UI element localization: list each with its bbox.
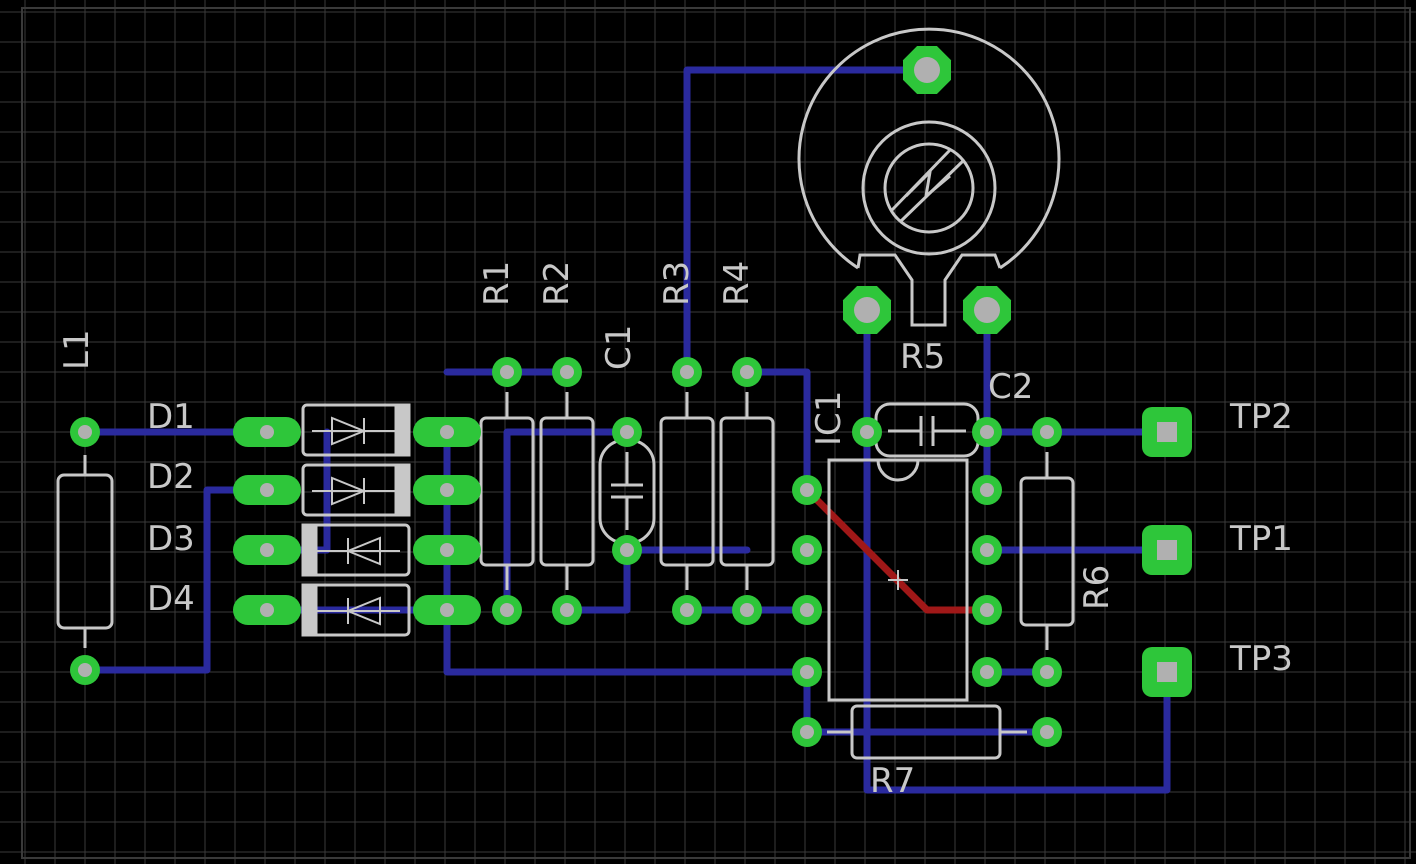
label-R3: R3 xyxy=(657,261,697,306)
pad-IC1-2-drill xyxy=(800,543,814,557)
trace xyxy=(503,428,631,614)
pad-D3-a-drill xyxy=(260,543,274,557)
label-TP2: TP2 xyxy=(1229,397,1293,437)
R1-outline xyxy=(479,392,535,590)
label-R2: R2 xyxy=(537,261,577,306)
R5-outline xyxy=(797,27,1061,327)
pad-C1-1-drill xyxy=(620,425,634,439)
pad-TP2-drill xyxy=(1157,422,1177,442)
labels: L1 D1 D2 D3 D4 R1 R2 C1 R3 R4 R5 IC1 C2 … xyxy=(57,261,1293,801)
pad-IC1-6-drill xyxy=(980,603,994,617)
L1-body xyxy=(56,473,114,630)
D1-outline xyxy=(301,403,411,457)
trace xyxy=(743,368,811,494)
label-TP1: TP1 xyxy=(1229,519,1293,559)
pad-R2-1-drill xyxy=(560,365,574,379)
pad-D4-k-drill xyxy=(440,603,454,617)
label-IC1: IC1 xyxy=(809,391,849,446)
pad-R7-1-drill xyxy=(800,725,814,739)
label-C1: C1 xyxy=(599,325,639,370)
pad-L1-1-drill xyxy=(78,425,92,439)
R7-outline xyxy=(827,704,1027,760)
label-C2: C2 xyxy=(988,367,1033,407)
pad-R1-1-drill xyxy=(500,365,514,379)
pad-R2-2-drill xyxy=(560,603,574,617)
label-R1: R1 xyxy=(477,261,517,306)
pad-C2-1-drill xyxy=(860,425,874,439)
pad-IC1-8-drill xyxy=(980,483,994,497)
pad-R1-2-drill xyxy=(500,603,514,617)
pad-R6-1-drill xyxy=(1040,425,1054,439)
label-L1: L1 xyxy=(57,329,97,370)
pad-L1-2-drill xyxy=(78,663,92,677)
label-TP3: TP3 xyxy=(1229,639,1293,679)
trace xyxy=(563,546,631,614)
label-D4: D4 xyxy=(147,579,195,619)
pad-IC1-4-drill xyxy=(800,665,814,679)
pad-C1-2-drill xyxy=(620,543,634,557)
trace xyxy=(683,66,931,376)
label-R4: R4 xyxy=(717,261,757,306)
pad-IC1-3-drill xyxy=(800,603,814,617)
pad-D4-a-drill xyxy=(260,603,274,617)
pads xyxy=(70,46,1192,747)
pad-R5-2-drill xyxy=(974,297,1000,323)
D3-outline xyxy=(301,523,411,577)
pad-TP1-drill xyxy=(1157,540,1177,560)
pad-R5-wiper-drill xyxy=(914,57,940,83)
pad-IC1-7-drill xyxy=(980,543,994,557)
pad-D3-k-drill xyxy=(440,543,454,557)
pad-IC1-5-drill xyxy=(980,665,994,679)
R3-outline xyxy=(659,392,715,590)
pad-TP3-drill xyxy=(1157,662,1177,682)
pad-R3-1-drill xyxy=(680,365,694,379)
pad-R5-1-drill xyxy=(854,297,880,323)
R4-outline xyxy=(719,392,775,590)
trace xyxy=(443,428,811,676)
pad-R7-2-drill xyxy=(1040,725,1054,739)
pad-IC1-1-drill xyxy=(800,483,814,497)
R6-outline xyxy=(1019,452,1075,650)
IC1-outline xyxy=(827,458,969,702)
D2-outline xyxy=(301,463,411,517)
label-R6: R6 xyxy=(1077,565,1117,610)
pad-D1-k-drill xyxy=(440,425,454,439)
pad-C2-2-drill xyxy=(980,425,994,439)
label-R7: R7 xyxy=(870,761,915,801)
label-D2: D2 xyxy=(147,457,195,497)
label-D1: D1 xyxy=(147,397,195,437)
pad-D2-a-drill xyxy=(260,483,274,497)
R2-outline xyxy=(539,392,595,590)
label-D3: D3 xyxy=(147,519,195,559)
pad-R3-2-drill xyxy=(680,603,694,617)
pad-R4-2-drill xyxy=(740,603,754,617)
D4-outline xyxy=(301,583,411,637)
pad-R6-2-drill xyxy=(1040,665,1054,679)
label-R5: R5 xyxy=(900,337,945,377)
board-outline xyxy=(21,7,1411,859)
pad-D1-a-drill xyxy=(260,425,274,439)
pad-R4-1-drill xyxy=(740,365,754,379)
pad-D2-k-drill xyxy=(440,483,454,497)
